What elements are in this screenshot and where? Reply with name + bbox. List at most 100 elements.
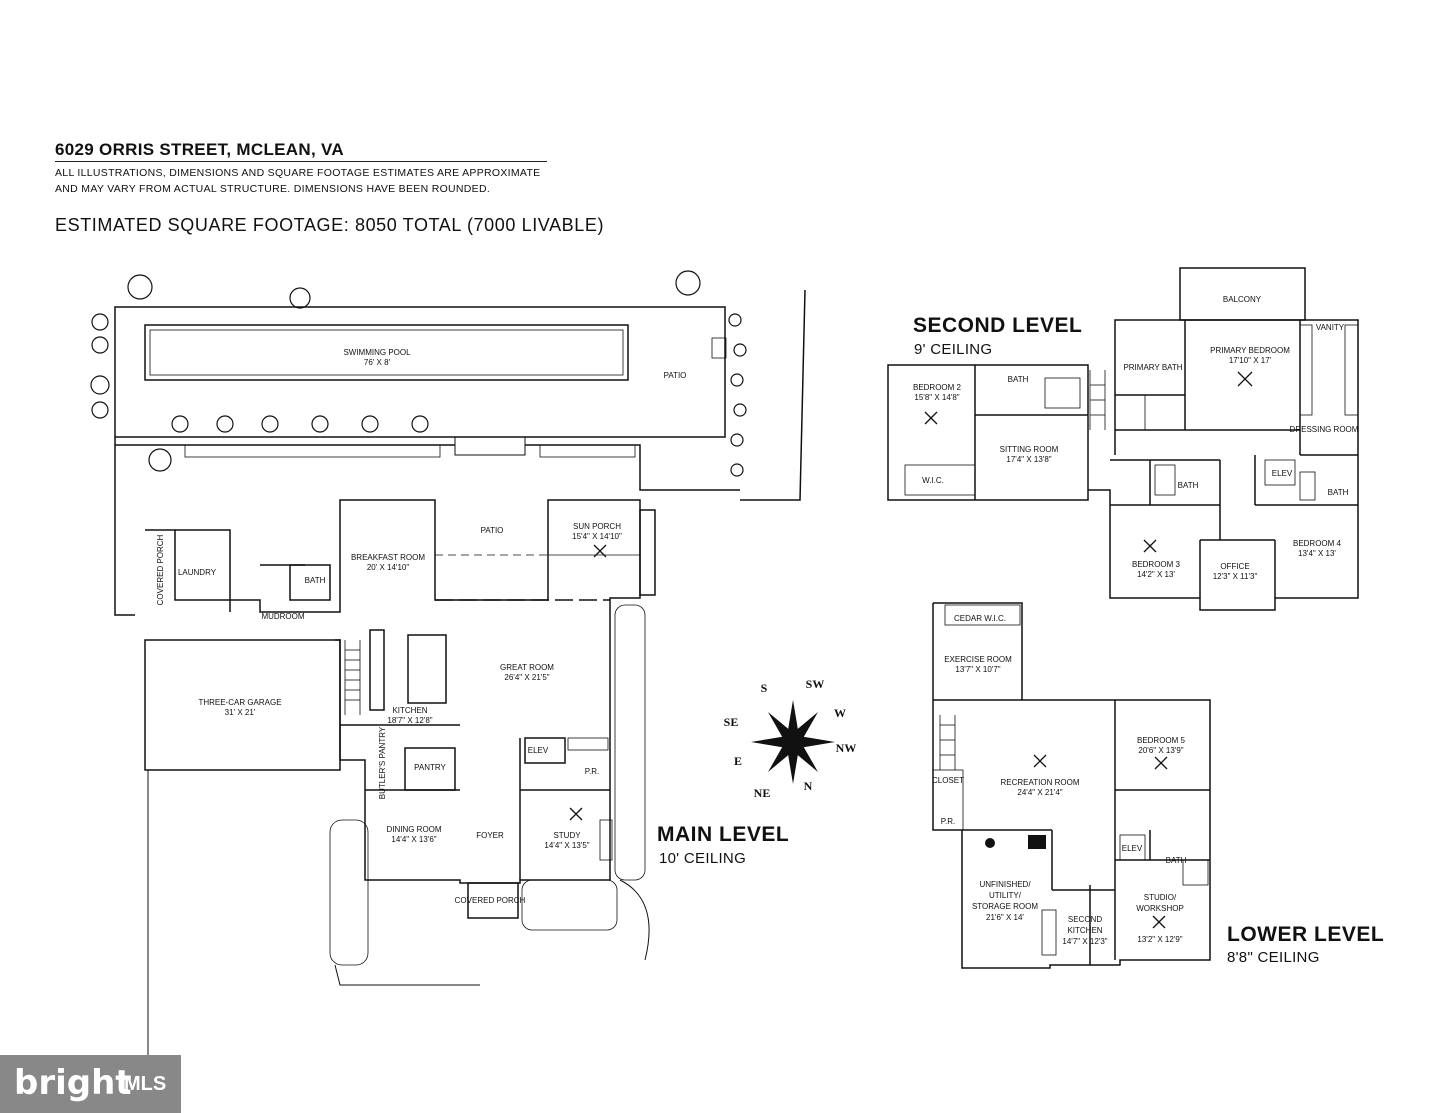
closet-label: CLOSET bbox=[932, 776, 964, 785]
second-level-ceiling: 9' CEILING bbox=[914, 341, 993, 358]
bedroom5-label: BEDROOM 5 bbox=[1137, 736, 1186, 745]
square-footage: ESTIMATED SQUARE FOOTAGE: 8050 TOTAL (70… bbox=[55, 215, 605, 235]
covered-porch-front-label: COVERED PORCH bbox=[455, 896, 526, 905]
office-dim: 12'3" X 11'3" bbox=[1213, 572, 1258, 581]
dining-dim: 14'4" X 13'6" bbox=[391, 835, 436, 844]
studio-label: STUDIO/ bbox=[1144, 893, 1177, 902]
utility-label: UTILITY/ bbox=[989, 891, 1022, 900]
dressing-label: DRESSING ROOM bbox=[1290, 425, 1359, 434]
compass-w: W bbox=[834, 706, 846, 720]
compass-nw: NW bbox=[836, 741, 857, 755]
balcony-label: BALCONY bbox=[1223, 295, 1262, 304]
bedroom3-dim: 14'2" X 13' bbox=[1137, 570, 1175, 579]
unfinished-label: UNFINISHED/ bbox=[979, 880, 1031, 889]
storage-dim: 21'6" X 14' bbox=[986, 913, 1024, 922]
second-bath-a-label: BATH bbox=[1008, 375, 1029, 384]
compass-e: E bbox=[734, 754, 742, 768]
main-elev-label: ELEV bbox=[528, 746, 549, 755]
lower-level-title: LOWER LEVEL bbox=[1227, 923, 1385, 946]
pool-dim: 76' X 8' bbox=[364, 358, 391, 367]
laundry-label: LAUNDRY bbox=[178, 568, 217, 577]
kitchen-dim: 18'7" X 12'8" bbox=[387, 716, 432, 725]
second-bath-c-label: BATH bbox=[1328, 488, 1349, 497]
second-level-plan bbox=[887, 267, 1359, 611]
second-kitchen-label-2: KITCHEN bbox=[1067, 926, 1102, 935]
main-level-ceiling: 10' CEILING bbox=[659, 850, 747, 867]
disclaimer-line-2: AND MAY VARY FROM ACTUAL STRUCTURE. DIME… bbox=[55, 183, 491, 195]
main-level-plan bbox=[114, 289, 806, 1060]
bedroom4-label: BEDROOM 4 bbox=[1293, 539, 1342, 548]
bedroom4-dim: 13'4" X 13' bbox=[1298, 549, 1336, 558]
garage bbox=[144, 639, 341, 771]
bedroom2-dim: 15'8" X 14'8" bbox=[914, 393, 959, 402]
lower-pr-label: P.R. bbox=[941, 817, 956, 826]
butlers-pantry-label: BUTLER'S PANTRY bbox=[378, 726, 387, 799]
study-dim: 14'4" X 13'5" bbox=[544, 841, 589, 850]
primary-bedroom-dim: 17'10" X 17' bbox=[1229, 356, 1272, 365]
exercise-dim: 13'7" X 10'7" bbox=[955, 665, 1000, 674]
front-covered-porch bbox=[467, 882, 519, 919]
workshop-label: WORKSHOP bbox=[1136, 904, 1184, 913]
ceiling-fan-icons bbox=[569, 371, 1253, 929]
sun-porch-dim: 15'4" X 14'10" bbox=[572, 532, 622, 541]
disclaimer-line-1: ALL ILLUSTRATIONS, DIMENSIONS AND SQUARE… bbox=[55, 167, 541, 179]
address-underline bbox=[55, 161, 547, 162]
garage-dim: 31' X 21' bbox=[225, 708, 256, 717]
garage-label: THREE-CAR GARAGE bbox=[198, 698, 281, 707]
lower-elev-label: ELEV bbox=[1122, 844, 1143, 853]
patio-mid-label: PATIO bbox=[481, 526, 504, 535]
pool-deck bbox=[114, 306, 726, 438]
study-label: STUDY bbox=[553, 831, 581, 840]
cedar-wic-label: CEDAR W.I.C. bbox=[954, 614, 1006, 623]
recreation-label: RECREATION ROOM bbox=[1001, 778, 1080, 787]
sitting-dim: 17'4" X 13'8" bbox=[1006, 455, 1051, 464]
office-label: OFFICE bbox=[1220, 562, 1249, 571]
great-room-label: GREAT ROOM bbox=[500, 663, 554, 672]
swimming-pool bbox=[144, 324, 629, 381]
bright-mls-logo: bright MLS bbox=[0, 1055, 181, 1113]
compass-sw: SW bbox=[806, 677, 825, 691]
covered-porch-side-label: COVERED PORCH bbox=[156, 534, 165, 605]
compass-se: SE bbox=[724, 715, 739, 729]
landscape-trees bbox=[90, 270, 747, 477]
recreation-dim: 24'4" X 21'4" bbox=[1017, 788, 1062, 797]
lower-level-plan bbox=[932, 602, 1211, 969]
compass-rose: S SW W NW N NE E SE bbox=[724, 677, 857, 800]
second-kitchen-dim: 14'7" X 12'3" bbox=[1062, 937, 1107, 946]
sun-porch-label: SUN PORCH bbox=[573, 522, 621, 531]
logo-brand: bright bbox=[14, 1063, 132, 1103]
dining-label: DINING ROOM bbox=[386, 825, 441, 834]
lower-level-ceiling: 8'8" CEILING bbox=[1227, 949, 1320, 966]
second-level-title: SECOND LEVEL bbox=[913, 314, 1083, 337]
compass-ne: NE bbox=[754, 786, 771, 800]
pool-label: SWIMMING POOL bbox=[343, 348, 411, 357]
primary-bath-label: PRIMARY BATH bbox=[1123, 363, 1182, 372]
mudroom-label: MUDROOM bbox=[261, 612, 304, 621]
bedroom2-label: BEDROOM 2 bbox=[913, 383, 962, 392]
second-bath-b-label: BATH bbox=[1178, 481, 1199, 490]
primary-bedroom-label: PRIMARY BEDROOM bbox=[1210, 346, 1290, 355]
compass-s: S bbox=[761, 681, 768, 695]
compass-n: N bbox=[804, 779, 813, 793]
property-address: 6029 ORRIS STREET, MCLEAN, VA bbox=[55, 140, 344, 159]
second-kitchen-label: SECOND bbox=[1068, 915, 1102, 924]
main-level-title: MAIN LEVEL bbox=[657, 823, 790, 846]
foyer-label: FOYER bbox=[476, 831, 504, 840]
kitchen-label: KITCHEN bbox=[392, 706, 427, 715]
bath-label: BATH bbox=[305, 576, 326, 585]
lower-bath-label: BATH bbox=[1166, 856, 1187, 865]
vanity-label: VANITY bbox=[1316, 323, 1345, 332]
great-room-dim: 26'4" X 21'5" bbox=[504, 673, 549, 682]
main-pr-label: P.R. bbox=[585, 767, 600, 776]
patio-top-label: PATIO bbox=[664, 371, 687, 380]
studio-dim: 13'2" X 12'9" bbox=[1137, 935, 1182, 944]
pantry-label: PANTRY bbox=[414, 763, 446, 772]
exercise-label: EXERCISE ROOM bbox=[944, 655, 1012, 664]
breakfast-dim: 20' X 14'10" bbox=[367, 563, 410, 572]
bedroom5-dim: 20'6" X 13'9" bbox=[1138, 746, 1183, 755]
second-wic-label: W.I.C. bbox=[922, 476, 944, 485]
second-elev-label: ELEV bbox=[1272, 469, 1293, 478]
bedroom3-label: BEDROOM 3 bbox=[1132, 560, 1181, 569]
storage-label: STORAGE ROOM bbox=[972, 902, 1038, 911]
